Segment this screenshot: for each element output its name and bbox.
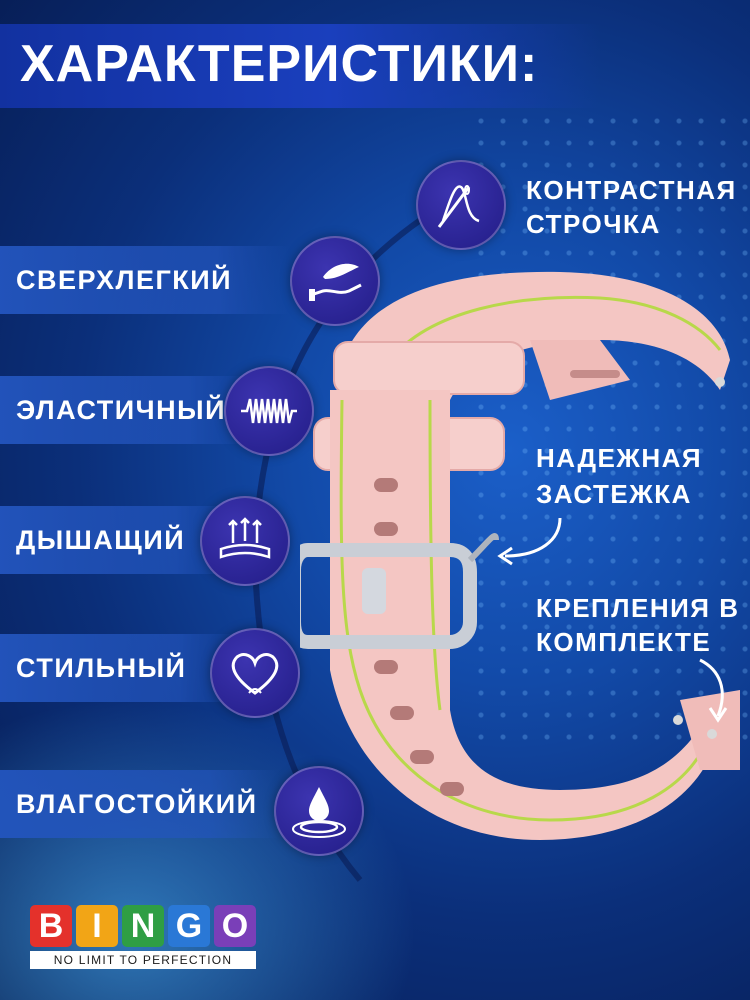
feature-label-clasp-1: НАДЕЖНАЯ bbox=[536, 443, 703, 473]
strap-hole bbox=[374, 660, 398, 674]
feature-label-stitching-2: СТРОЧКА bbox=[526, 209, 661, 239]
feature-bar-waterproof bbox=[0, 770, 280, 838]
feature-label-clasp-2: ЗАСТЕЖКА bbox=[536, 479, 692, 509]
feather-hand-icon bbox=[290, 236, 380, 326]
feature-bar-breathable bbox=[0, 506, 235, 574]
brand-letter: G bbox=[168, 905, 210, 947]
lower-stitch bbox=[339, 399, 714, 822]
feature-label-stylish: СТИЛЬНЫЙ bbox=[16, 653, 187, 683]
feature-label-stitching-1: КОНТРАСТНАЯ bbox=[526, 175, 737, 205]
brand-letters: B I N G O bbox=[30, 905, 260, 947]
buckle-frame bbox=[300, 543, 477, 649]
breathable-fabric-icon bbox=[200, 496, 290, 586]
feature-bar-stylish bbox=[0, 634, 240, 702]
title-bar bbox=[0, 24, 600, 108]
strap-hole bbox=[390, 706, 414, 720]
lower-pin-2 bbox=[707, 729, 717, 739]
watch-band-illustration bbox=[300, 271, 740, 840]
brand-tagline: NO LIMIT TO PERFECTION bbox=[30, 951, 256, 969]
needle-thread-icon bbox=[416, 160, 506, 250]
background-pattern bbox=[470, 110, 750, 750]
brand-letter: O bbox=[214, 905, 256, 947]
clasp-arrow bbox=[504, 517, 562, 558]
upper-stitch bbox=[388, 295, 722, 361]
feature-label-mounts-1: КРЕПЛЕНИЯ В bbox=[536, 593, 740, 623]
brand-letter: I bbox=[76, 905, 118, 947]
feature-label-waterproof: ВЛАГОСТОЙКИЙ bbox=[16, 789, 258, 819]
upper-pin bbox=[715, 377, 725, 387]
mounts-arrow bbox=[699, 658, 724, 717]
lower-pin bbox=[673, 715, 683, 725]
spring-icon bbox=[224, 366, 314, 456]
lower-strap bbox=[330, 390, 720, 840]
feature-bar-light bbox=[0, 246, 290, 314]
brand-logo: B I N G O NO LIMIT TO PERFECTION bbox=[30, 905, 260, 969]
feature-label-elastic: ЭЛАСТИЧНЫЙ bbox=[16, 395, 226, 425]
middle-stitch bbox=[428, 399, 442, 711]
feature-label-light: СВЕРХЛЕГКИЙ bbox=[16, 265, 233, 295]
brand-letter: B bbox=[30, 905, 72, 947]
heart-icon bbox=[210, 628, 300, 718]
strap-hole bbox=[410, 750, 434, 764]
feature-label-mounts-2: КОМПЛЕКТЕ bbox=[536, 627, 712, 657]
feature-label-breathable: ДЫШАЩИЙ bbox=[16, 525, 186, 555]
strap-hole bbox=[374, 478, 398, 492]
brand-letter: N bbox=[122, 905, 164, 947]
buckle-tongue bbox=[362, 568, 386, 614]
water-drop-icon bbox=[274, 766, 364, 856]
upper-strap-slot bbox=[570, 370, 620, 378]
buckle-hinge bbox=[467, 533, 499, 563]
strap-hole bbox=[440, 782, 464, 796]
feature-bar-elastic bbox=[0, 376, 250, 444]
strap-hole bbox=[374, 522, 398, 536]
page-title: ХАРАКТЕРИСТИКИ: bbox=[20, 35, 539, 93]
